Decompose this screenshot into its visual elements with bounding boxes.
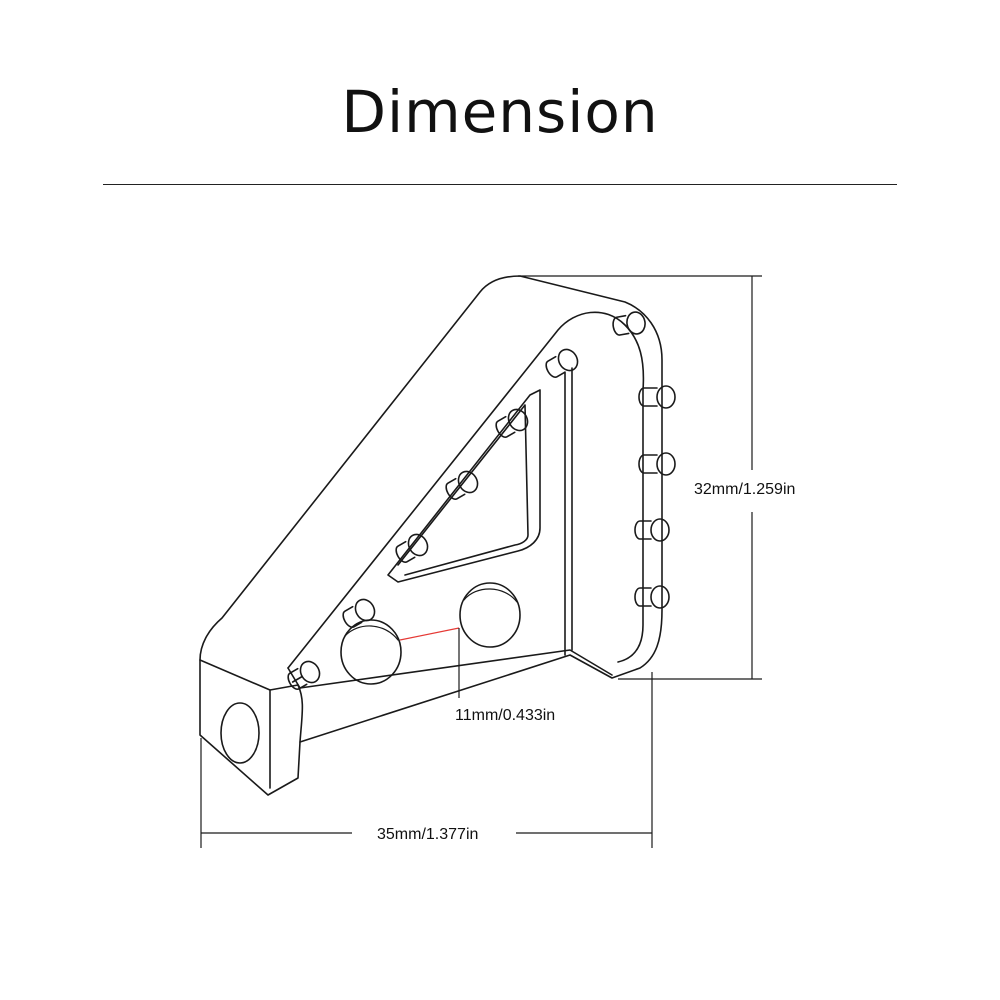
height-dimension bbox=[518, 275, 762, 680]
pins-slope bbox=[287, 311, 646, 690]
front-face-edge bbox=[199, 659, 299, 691]
pin bbox=[299, 660, 321, 684]
pin bbox=[557, 348, 579, 372]
pin bbox=[650, 585, 670, 609]
hole-dimension-label: 11mm/0.433in bbox=[455, 707, 555, 724]
through-hole-left bbox=[340, 619, 402, 685]
pins-right bbox=[634, 385, 676, 609]
bracket-outline bbox=[199, 275, 663, 796]
inner-recess-edge bbox=[397, 404, 529, 576]
pin bbox=[507, 408, 529, 432]
pin bbox=[656, 452, 676, 476]
height-dimension-label: 32mm/1.259in bbox=[694, 481, 795, 498]
title-divider bbox=[103, 184, 897, 185]
page-title: Dimension bbox=[341, 78, 659, 146]
through-hole-right bbox=[459, 582, 521, 648]
hole-leader-line bbox=[399, 627, 460, 641]
pin bbox=[354, 598, 376, 622]
pin bbox=[656, 385, 676, 409]
front-face-rim bbox=[297, 684, 304, 743]
width-dimension bbox=[200, 672, 653, 848]
side-mount-hole bbox=[220, 702, 260, 764]
bottom-ledge bbox=[287, 649, 613, 689]
bracket-rim bbox=[287, 311, 645, 669]
hole-dimension bbox=[399, 627, 460, 698]
pin bbox=[650, 518, 670, 542]
pin bbox=[457, 470, 479, 494]
width-dimension-label: 35mm/1.377in bbox=[377, 826, 478, 843]
inner-wall bbox=[564, 367, 573, 656]
pin bbox=[407, 533, 429, 557]
inner-recess bbox=[387, 389, 541, 583]
